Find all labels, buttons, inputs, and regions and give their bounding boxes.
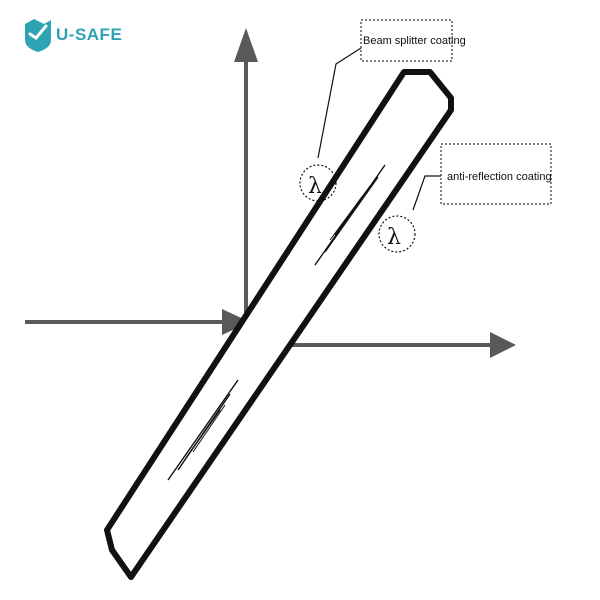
- logo-text: U-SAFE: [56, 25, 122, 44]
- usafe-logo-icon: [25, 19, 51, 52]
- beam-splitter-plate: [104, 69, 454, 580]
- vertical-arrow: [234, 28, 258, 322]
- anti-reflection-callout: anti-reflection coating λ: [378, 143, 552, 253]
- beam-splitter-label: Beam splitter coating: [363, 35, 466, 47]
- logo: U-SAFE: [25, 19, 122, 52]
- incident-beam-arrow: [25, 309, 250, 335]
- beam-splitter-callout: Beam splitter coating λ: [299, 19, 466, 202]
- anti-reflection-label: anti-reflection coating: [447, 171, 552, 183]
- beam-splitter-lambda: λ: [308, 174, 322, 199]
- anti-reflection-lambda: λ: [387, 225, 401, 250]
